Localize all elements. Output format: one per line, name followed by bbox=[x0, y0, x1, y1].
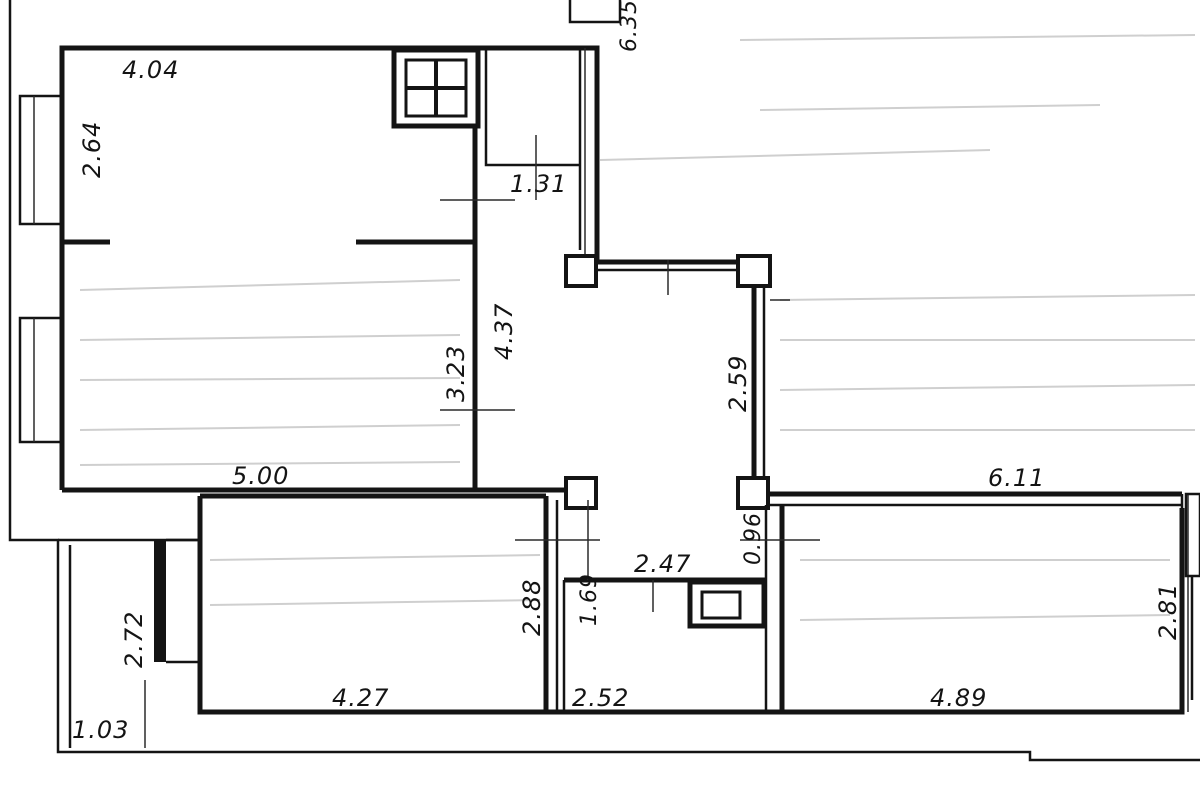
dim-living-width: 5.00 bbox=[232, 462, 289, 490]
right-edge bbox=[1184, 492, 1200, 700]
balcony bbox=[68, 538, 200, 748]
dimension-ticks bbox=[440, 135, 820, 612]
dim-top-edge-cut: 6.35 bbox=[617, 0, 642, 52]
dim-closet-height: 1.69 bbox=[577, 573, 602, 626]
dim-bedroom-height: 2.81 bbox=[1154, 583, 1182, 640]
dim-hall-height: 2.59 bbox=[724, 355, 752, 412]
wc-vent bbox=[687, 579, 767, 629]
background-scan-lines bbox=[79, 34, 1196, 621]
dim-bath-width: 1.31 bbox=[510, 170, 567, 198]
dim-kitchen-width: 4.04 bbox=[122, 56, 179, 84]
dim-kitchen-height: 2.64 bbox=[78, 121, 106, 178]
dim-balcony-height: 2.72 bbox=[120, 611, 148, 668]
dim-bedroom-bottom-width: 4.89 bbox=[930, 684, 987, 712]
dim-bedroom-width: 6.11 bbox=[988, 464, 1045, 492]
dim-balcony-width: 1.03 bbox=[72, 716, 129, 744]
dim-corridor-width: 2.47 bbox=[634, 550, 691, 578]
kitchen-living-walls bbox=[59, 45, 600, 493]
structural-columns bbox=[564, 254, 772, 510]
ventilation-shaft bbox=[391, 47, 481, 129]
left-windows bbox=[18, 94, 64, 444]
dim-room-bottom-width: 4.27 bbox=[332, 684, 389, 712]
dim-closet-bottom-width: 2.52 bbox=[572, 684, 629, 712]
dim-room-height-mid: 2.88 bbox=[518, 579, 546, 636]
dim-wc-height: 0.96 bbox=[741, 512, 766, 565]
dim-living-height-right: 4.37 bbox=[490, 303, 518, 360]
dim-living-height-left: 3.23 bbox=[442, 345, 470, 402]
dimension-labels: 4.04 2.64 1.31 3.23 4.37 2.59 5.00 6.11 … bbox=[72, 0, 1182, 744]
